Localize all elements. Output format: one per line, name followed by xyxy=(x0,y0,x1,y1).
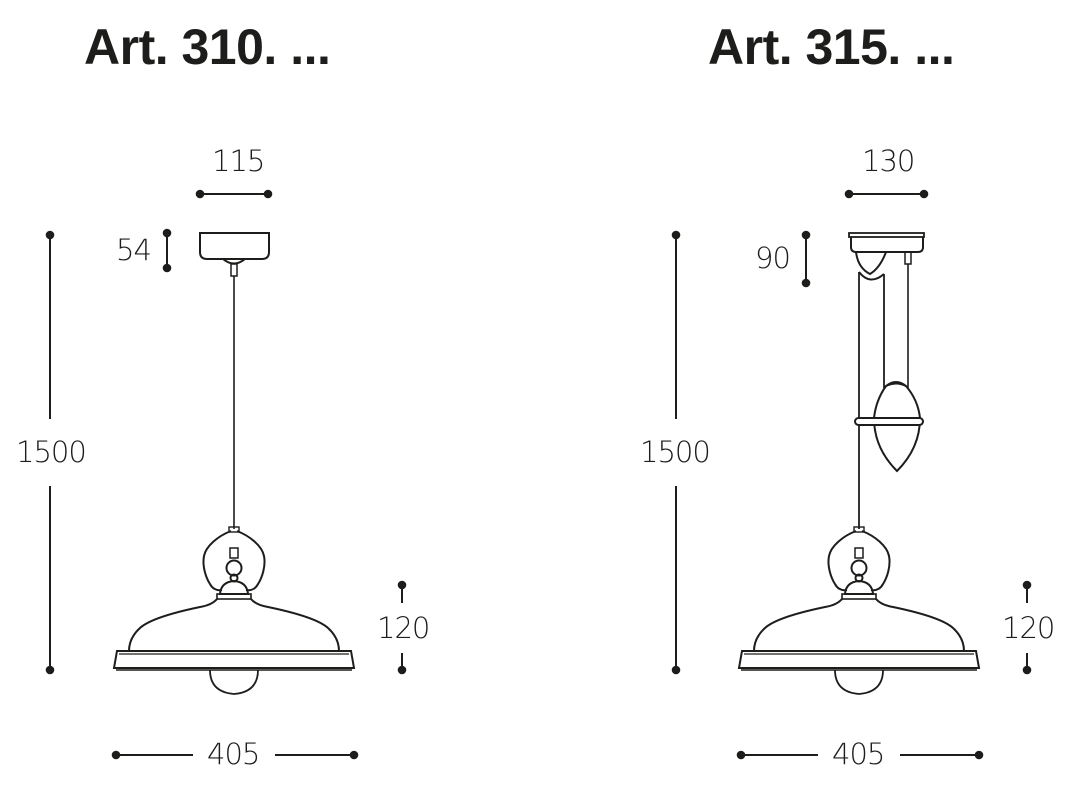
dim-shade-height-315: 120 xyxy=(1002,611,1055,645)
dim-total-height-310: 1500 xyxy=(16,435,87,469)
dim-line-shade-height-315 xyxy=(1022,580,1032,675)
shade-310 xyxy=(127,598,341,652)
dim-shade-diameter-310: 405 xyxy=(207,737,260,771)
lamp-art-315 xyxy=(671,189,1032,760)
dim-canopy-height-315: 90 xyxy=(755,241,791,275)
bulb-310 xyxy=(209,669,259,695)
dim-canopy-width-315: 130 xyxy=(862,144,915,178)
title-art-310: Art. 310. ... xyxy=(84,19,331,75)
shade-315 xyxy=(752,598,966,652)
dim-line-total-height-310 xyxy=(45,230,55,675)
dim-line-canopy-height-310 xyxy=(162,228,172,273)
canopy-310 xyxy=(199,232,270,260)
dim-line-shade-diameter-310 xyxy=(111,750,359,760)
dim-total-height-315: 1500 xyxy=(640,435,711,469)
bulb-315 xyxy=(834,669,884,695)
dim-line-canopy-width-310 xyxy=(195,189,273,199)
dim-canopy-height-310: 54 xyxy=(116,233,152,267)
dim-line-shade-height-310 xyxy=(397,580,407,675)
canopy-315 xyxy=(848,232,925,238)
dim-line-canopy-width-315 xyxy=(844,189,929,199)
lamp-art-310 xyxy=(45,189,407,760)
dim-shade-height-310: 120 xyxy=(377,611,430,645)
dim-line-total-height-315 xyxy=(671,230,681,675)
counterweight-315 xyxy=(872,381,922,473)
title-art-315: Art. 315. ... xyxy=(708,19,955,75)
dim-shade-diameter-315: 405 xyxy=(832,737,885,771)
dim-canopy-width-310: 115 xyxy=(212,144,265,178)
dim-line-canopy-height-315 xyxy=(801,230,811,288)
dim-line-shade-diameter-315 xyxy=(736,750,984,760)
